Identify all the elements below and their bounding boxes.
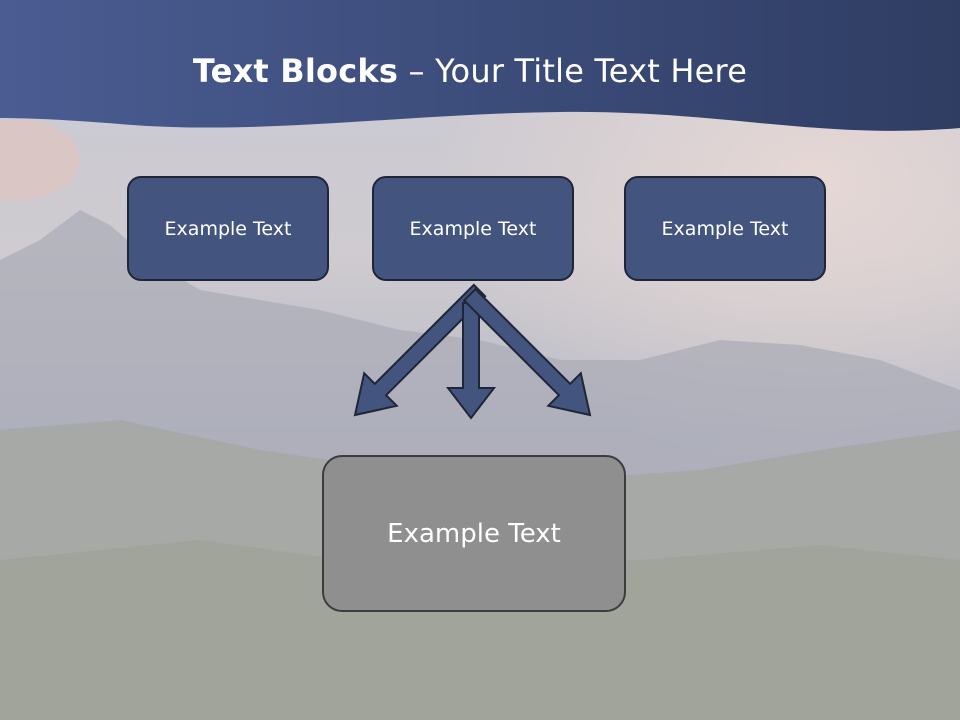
text-block-3: Example Text <box>624 176 826 281</box>
meadow <box>0 540 960 720</box>
result-block: Example Text <box>322 455 626 612</box>
slide-title: Text Blocks – Your Title Text Here <box>0 52 940 90</box>
text-block-2: Example Text <box>372 176 574 281</box>
text-block-2-label: Example Text <box>409 217 537 240</box>
arrow-center <box>445 302 497 420</box>
text-block-1: Example Text <box>127 176 329 281</box>
header-band <box>0 0 960 131</box>
cloud <box>0 120 80 200</box>
text-block-3-label: Example Text <box>661 217 789 240</box>
arrow-right <box>462 287 592 417</box>
title-dash: – <box>398 52 436 90</box>
title-rest: Your Title Text Here <box>435 52 748 90</box>
text-block-1-label: Example Text <box>164 217 292 240</box>
title-bold: Text Blocks <box>192 52 399 90</box>
result-block-label: Example Text <box>387 518 561 549</box>
